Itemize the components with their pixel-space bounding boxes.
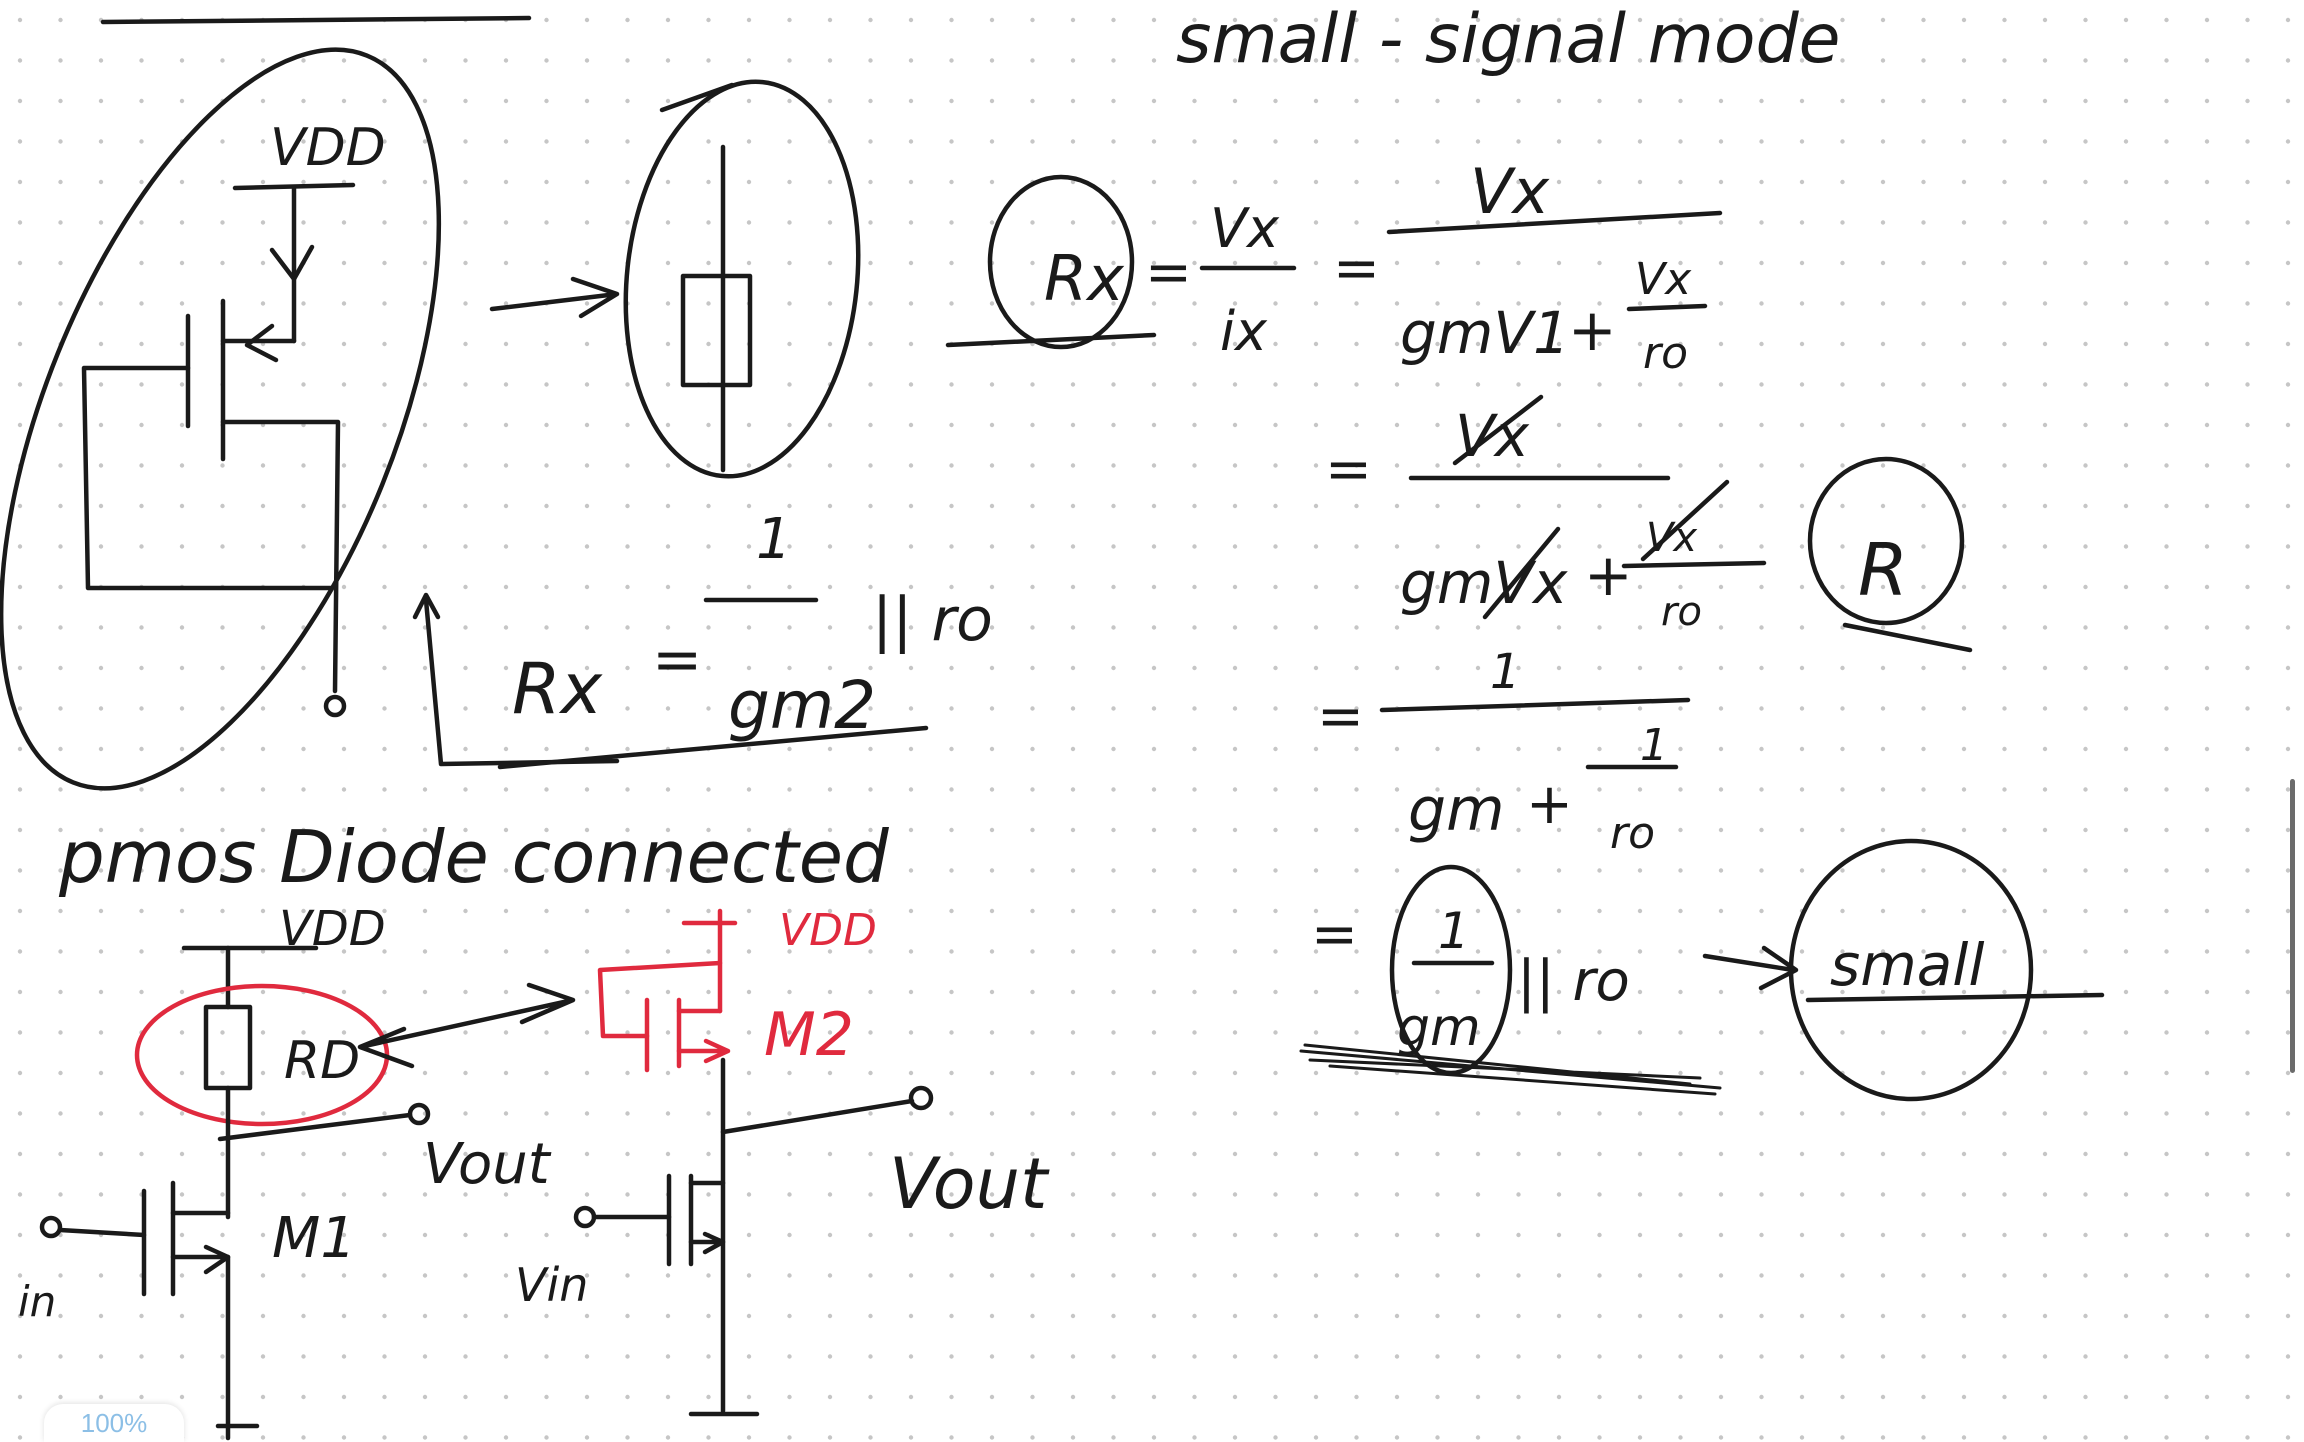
resistor-symbol: [680, 273, 753, 388]
cancel-stroke: [1640, 479, 1730, 562]
formula-underline: [497, 725, 929, 770]
note-underline: [1842, 622, 1973, 653]
plus-sign: +: [1568, 296, 1617, 364]
fraction-bar: [1386, 210, 1723, 235]
up-arrow-icon: [412, 592, 441, 620]
denominator-term: gmVx: [1400, 549, 1568, 617]
lasso-loop: [623, 79, 861, 479]
sub-fraction-numerator: 1: [1640, 720, 1668, 771]
fraction-denominator: gm2: [728, 667, 876, 744]
fraction-numerator: 1: [756, 507, 792, 572]
gate-drain-feedback-wire: [597, 960, 723, 1039]
margin-note: R: [1858, 528, 1908, 612]
output-label: Vout: [423, 1132, 552, 1197]
equals-sign: =: [1145, 240, 1192, 305]
derivation-line-1: = Vx gmV1 + Vx ro: [1333, 155, 1723, 379]
result-underline: [1805, 992, 2105, 1003]
pmos-arrow-icon: [244, 323, 279, 363]
output-terminal: [407, 1102, 431, 1126]
rx-lhs: Rx: [512, 648, 603, 730]
lhs-underline: [945, 332, 1157, 348]
zoom-level-label: 100%: [80, 1407, 148, 1438]
output-label: Vout: [889, 1143, 1050, 1225]
lasso-loop: [0, 47, 442, 791]
current-arrow-icon: [269, 244, 315, 282]
output-wire: [217, 1112, 413, 1142]
top-underline-stroke: [100, 15, 532, 25]
resistor-label: RD: [284, 1031, 360, 1091]
sub-fraction-bar: [1621, 560, 1767, 569]
sub-fraction-denominator: ro: [1643, 328, 1688, 379]
fraction-bar: [1379, 697, 1691, 713]
derivation-line-3: = 1 gm + 1 ro: [1317, 644, 1691, 859]
equivalence-arrow: [489, 276, 620, 319]
circle-highlight: [1788, 838, 2034, 1102]
fraction-numerator: Vx: [1470, 155, 1550, 228]
fraction-denominator: gm: [1397, 998, 1481, 1058]
output-terminal: [323, 694, 347, 718]
output-wire: [720, 1098, 915, 1135]
drain-lead: [220, 419, 341, 694]
equals-sign: =: [1311, 902, 1358, 967]
input-terminal: [39, 1215, 63, 1239]
derivation-line-0: Rx = Vx ix: [945, 174, 1297, 363]
rx-result-formula: Rx = 1 gm2 || ro: [412, 507, 993, 770]
scribble-underline: [1299, 1043, 1722, 1096]
fraction-numerator: 1: [1490, 644, 1521, 700]
denominator-term: gm: [1408, 775, 1505, 845]
equals-sign: =: [652, 625, 702, 695]
fraction-numerator: 1: [1438, 902, 1470, 960]
resistor-equivalent-sketch: [623, 79, 861, 479]
cancel-stroke: [1452, 394, 1544, 466]
drain-lead: [676, 1038, 731, 1064]
zoom-level-button[interactable]: 100%: [44, 1404, 184, 1442]
vdd-label: VDD: [779, 905, 877, 956]
right-arrow-icon: [489, 276, 620, 319]
derivation-line-4: = 1 gm || ro small: [1299, 838, 2105, 1102]
vertical-scrollbar-thumb[interactable]: [2290, 779, 2295, 1073]
equals-sign: =: [1325, 437, 1372, 502]
right-arrow-icon: [1702, 945, 1799, 991]
circle-highlight: [1389, 864, 1513, 1076]
fraction-denominator: ix: [1220, 300, 1268, 363]
input-label: in: [18, 1277, 56, 1326]
parallel-ro: || ro: [1517, 949, 1630, 1014]
transistor-label: M1: [272, 1206, 356, 1271]
result-word: small: [1830, 931, 1985, 999]
section-caption: pmos Diode connected: [58, 815, 890, 899]
denominator-term: gmV1: [1400, 299, 1570, 367]
vdd-label: VDD: [270, 118, 386, 178]
sub-fraction-numerator: Vx: [1635, 254, 1692, 305]
stage-m1-circuit: VDD RD Vout M1 in: [18, 901, 576, 1441]
circle-highlight: [1807, 456, 1965, 626]
equals-sign: =: [1333, 236, 1380, 301]
input-label: Vin: [515, 1258, 588, 1312]
rx-lhs: Rx: [1044, 242, 1125, 315]
stage-m2-circuit: VDD M2 Vout Vin: [515, 905, 1050, 1417]
sub-fraction-denominator: ro: [1610, 808, 1655, 859]
fraction-numerator: Vx: [1210, 197, 1280, 260]
output-terminal: [908, 1085, 934, 1111]
plus-sign: +: [1526, 772, 1573, 837]
sub-fraction-bar: [1626, 303, 1708, 312]
gate-drain-feedback-wire: [81, 365, 334, 591]
sub-fraction-numerator: Vx: [1646, 515, 1697, 561]
transistor-label: M2: [764, 1000, 854, 1070]
pmos-diode-sketch: VDD: [0, 47, 442, 791]
loop-stub: [659, 82, 735, 113]
circle-highlight: [987, 174, 1135, 350]
derivation-line-2: = Vx gmVx + Vx ro R: [1325, 394, 1973, 653]
source-lead: [688, 1231, 726, 1255]
double-arrow-icon: [357, 982, 576, 1069]
page-heading: small - signal mode: [1176, 0, 1841, 79]
sub-fraction-denominator: ro: [1661, 589, 1702, 635]
equals-sign: =: [1317, 684, 1364, 749]
gate-wire: [57, 1227, 147, 1238]
plus-sign: +: [1584, 541, 1633, 609]
cancel-stroke: [1482, 526, 1561, 620]
parallel-ro: || ro: [872, 585, 993, 655]
